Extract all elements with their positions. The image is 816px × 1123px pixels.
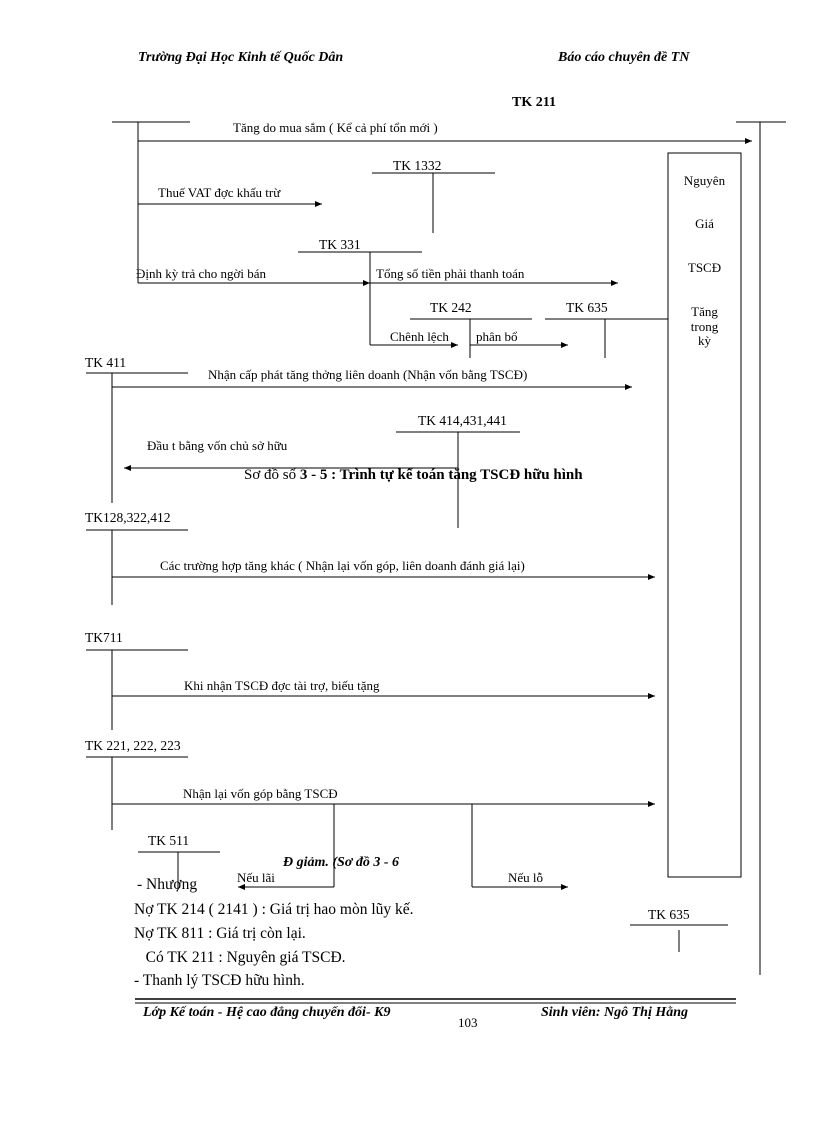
tk221-label: TK 221, 222, 223 xyxy=(85,738,181,753)
tk242-label: TK 242 xyxy=(430,300,472,315)
box-line-5: trong xyxy=(690,319,719,334)
label-tang-mua-sam: Tăng do mua sắm ( Kể cả phí tổn mới ) xyxy=(233,120,438,135)
tk1332-label: TK 1332 xyxy=(393,158,442,173)
label-nhan-lai-von: Nhận lại vốn góp bằng TSCĐ xyxy=(183,786,338,801)
caption-title: Trình tự kế toán tăng TSCĐ hữu hình xyxy=(336,467,583,483)
body-line-1: - Nhượng xyxy=(137,876,198,893)
body-line-3: Nợ TK 811 : Giá trị còn lại. xyxy=(134,925,306,942)
header-left: Trường Đại Học Kinh tế Quốc Dân xyxy=(138,50,344,65)
page-number: 103 xyxy=(458,1015,478,1030)
label-dinh-ky: Định kỳ trả cho ngời bán xyxy=(136,266,266,281)
diagram-caption: Sơ đồ số 3 - 5 : Trình tự kế toán tăng T… xyxy=(244,467,583,484)
label-phan-bo: phân bổ xyxy=(476,329,518,344)
tk711-label: TK711 xyxy=(85,630,123,645)
nguyen-gia-box xyxy=(667,152,742,878)
label-nhan-cap-phat: Nhận cấp phát tăng thởng liên doanh (Nhậ… xyxy=(208,367,528,382)
label-dau-tu: Đầu t bằng vốn chủ sở hữu xyxy=(147,438,288,453)
box-line-2: Giá xyxy=(695,216,714,231)
body-line-5: - Thanh lý TSCĐ hữu hình. xyxy=(134,972,305,989)
tk331-label: TK 331 xyxy=(319,237,361,252)
tk128-label: TK128,322,412 xyxy=(85,510,171,525)
footer-left: Lớp Kế toán - Hệ cao đẳng chuyển đổi- K9 xyxy=(143,1005,391,1020)
box-line-3: TSCĐ xyxy=(687,260,722,275)
label-cac-truong-hop: Các trường hợp tăng khác ( Nhận lại vốn … xyxy=(160,558,525,573)
box-line-6: kỳ xyxy=(698,333,711,348)
label-chenh-lech: Chênh lệch xyxy=(390,329,449,344)
caption-prefix: Sơ đồ số xyxy=(244,467,300,483)
tk414-label: TK 414,431,441 xyxy=(418,413,507,428)
tk635-bottom-label: TK 635 xyxy=(648,907,690,922)
body-line-2: Nợ TK 214 ( 2141 ) : Giá trị hao mòn lũy… xyxy=(134,901,414,918)
label-thue-vat: Thuế VAT đợc khấu trừ xyxy=(158,185,281,200)
label-neu-lai: Nếu lãi xyxy=(237,870,275,885)
footer-right: Sinh viên: Ngô Thị Hằng xyxy=(541,1005,689,1020)
body-line-4: Có TK 211 : Nguyên giá TSCĐ. xyxy=(134,949,346,966)
label-khi-nhan: Khi nhận TSCĐ đợc tài trợ, biếu tặng xyxy=(184,678,380,693)
caption-number: 3 - 5 : xyxy=(299,467,337,483)
tk211-label: TK 211 xyxy=(512,95,556,110)
tk411-label: TK 411 xyxy=(85,355,127,370)
box-line-1: Nguyên xyxy=(683,173,726,188)
box-line-4: Tăng xyxy=(691,304,718,319)
header-right: Báo cáo chuyên đề TN xyxy=(558,50,690,65)
overlap-caption: Đ giảm. (Sơ đồ 3 - 6 xyxy=(283,855,400,870)
tk511-label: TK 511 xyxy=(148,833,190,848)
tk635-top-label: TK 635 xyxy=(566,300,608,315)
label-tong-so-tien: Tổng số tiền phải thanh toán xyxy=(376,266,525,281)
label-neu-lo: Nếu lỗ xyxy=(508,870,544,885)
